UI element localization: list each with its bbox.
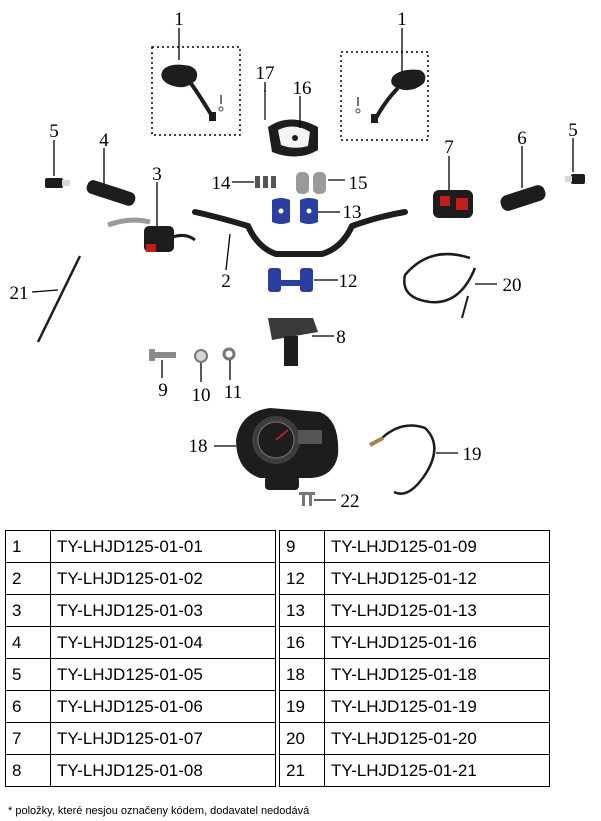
table-row: 2 TY-LHJD125-01-02 12 TY-LHJD125-01-12	[5, 562, 550, 595]
mirror-right	[355, 69, 426, 123]
part-code: TY-LHJD125-01-19	[324, 690, 550, 723]
callout-label: 6	[517, 128, 527, 149]
bar-end-5-right	[565, 174, 585, 184]
callout-label: 14	[212, 173, 232, 194]
part-number: 6	[5, 690, 51, 723]
cable-19	[369, 424, 436, 495]
bolts-14	[255, 176, 276, 188]
callout-label: 21	[10, 283, 29, 304]
part-number: 16	[279, 626, 325, 659]
part-code: TY-LHJD125-01-16	[324, 626, 550, 659]
callout-numbers: 1 1 17 16 5 4 3 14 15 13 7 6 5 2 12 20 2…	[10, 9, 578, 512]
speedometer-18	[236, 408, 339, 490]
part-number: 20	[279, 722, 325, 755]
callout-label: 3	[152, 164, 162, 185]
part-code: TY-LHJD125-01-09	[324, 530, 550, 563]
mirror-right-box	[340, 51, 429, 141]
callout-label: 1	[174, 9, 184, 30]
grip-4	[86, 180, 136, 206]
callout-label: 5	[568, 120, 578, 141]
part-number: 18	[279, 658, 325, 691]
table-row: 8 TY-LHJD125-01-08 21 TY-LHJD125-01-21	[5, 754, 550, 787]
callout-label: 11	[224, 382, 242, 403]
table-row: 1 TY-LHJD125-01-01 9 TY-LHJD125-01-09	[5, 530, 550, 563]
screws-22	[299, 492, 315, 506]
part-number: 3	[5, 594, 51, 627]
exploded-parts-diagram: 1 1 17 16 5 4 3 14 15 13 7 6 5 2 12 20 2…	[10, 9, 585, 512]
riser-8	[268, 318, 318, 366]
callout-label: 20	[503, 275, 522, 296]
part-number: 19	[279, 690, 325, 723]
part-code: TY-LHJD125-01-04	[50, 626, 276, 659]
callout-label: 18	[189, 436, 208, 457]
switch-7	[433, 190, 473, 218]
part-code: TY-LHJD125-01-07	[50, 722, 276, 755]
part-number: 13	[279, 594, 325, 627]
callout-label: 2	[221, 271, 231, 292]
table-row: 6 TY-LHJD125-01-06 19 TY-LHJD125-01-19	[5, 690, 550, 723]
table-row: 5 TY-LHJD125-01-05 18 TY-LHJD125-01-18	[5, 658, 550, 691]
part-number: 4	[5, 626, 51, 659]
parts-table: 1 TY-LHJD125-01-01 9 TY-LHJD125-01-09 2 …	[5, 530, 550, 787]
mirror-left	[161, 64, 224, 121]
handlebar-2	[192, 209, 408, 257]
mirror-left-box	[151, 46, 241, 136]
callout-label: 19	[463, 444, 482, 465]
part-code: TY-LHJD125-01-08	[50, 754, 276, 787]
part-number: 7	[5, 722, 51, 755]
table-row: 4 TY-LHJD125-01-04 16 TY-LHJD125-01-16	[5, 626, 550, 659]
bar-end-5-left	[45, 178, 70, 188]
callout-label: 4	[99, 130, 109, 151]
callout-label: 9	[158, 380, 168, 401]
part-number: 21	[279, 754, 325, 787]
part-code: TY-LHJD125-01-05	[50, 658, 276, 691]
upper-clamps-13	[272, 198, 318, 224]
part-number: 8	[5, 754, 51, 787]
table-row: 7 TY-LHJD125-01-07 20 TY-LHJD125-01-20	[5, 722, 550, 755]
callout-label: 10	[192, 385, 211, 406]
callout-label: 15	[349, 173, 368, 194]
part-number: 9	[279, 530, 325, 563]
washer-10	[194, 349, 208, 363]
part-code: TY-LHJD125-01-06	[50, 690, 276, 723]
part-code: TY-LHJD125-01-20	[324, 722, 550, 755]
part-number: 2	[5, 562, 51, 595]
callout-label: 8	[336, 327, 346, 348]
bolt-9	[149, 349, 176, 361]
part-code: TY-LHJD125-01-01	[50, 530, 276, 563]
leader-lines	[31, 28, 574, 501]
part-code: TY-LHJD125-01-18	[324, 658, 550, 691]
handlebar-cover-16	[268, 119, 318, 157]
callout-label: 5	[49, 121, 59, 142]
part-code: TY-LHJD125-01-21	[324, 754, 550, 787]
part-code: TY-LHJD125-01-03	[50, 594, 276, 627]
part-code: TY-LHJD125-01-02	[50, 562, 276, 595]
cable-20	[403, 252, 477, 319]
part-code: TY-LHJD125-01-12	[324, 562, 550, 595]
footnote: * položky, které nesjou označeny kódem, …	[8, 805, 310, 817]
part-number: 12	[279, 562, 325, 595]
lower-clamp-12	[268, 268, 313, 292]
cable-21	[36, 255, 82, 343]
callout-label: 1	[397, 9, 407, 30]
callout-label: 16	[293, 78, 312, 99]
callout-label: 12	[339, 271, 358, 292]
part-code: TY-LHJD125-01-13	[324, 594, 550, 627]
part-number: 5	[5, 658, 51, 691]
callout-label: 22	[341, 491, 360, 512]
table-row: 3 TY-LHJD125-01-03 13 TY-LHJD125-01-13	[5, 594, 550, 627]
callout-label: 13	[343, 202, 362, 223]
switch-assembly-3	[107, 217, 196, 252]
callout-label: 17	[256, 63, 275, 84]
caps-15	[296, 172, 326, 194]
part-number: 1	[5, 530, 51, 563]
grip-6	[500, 185, 546, 211]
nut-11	[222, 347, 236, 361]
callout-label: 7	[444, 137, 454, 158]
